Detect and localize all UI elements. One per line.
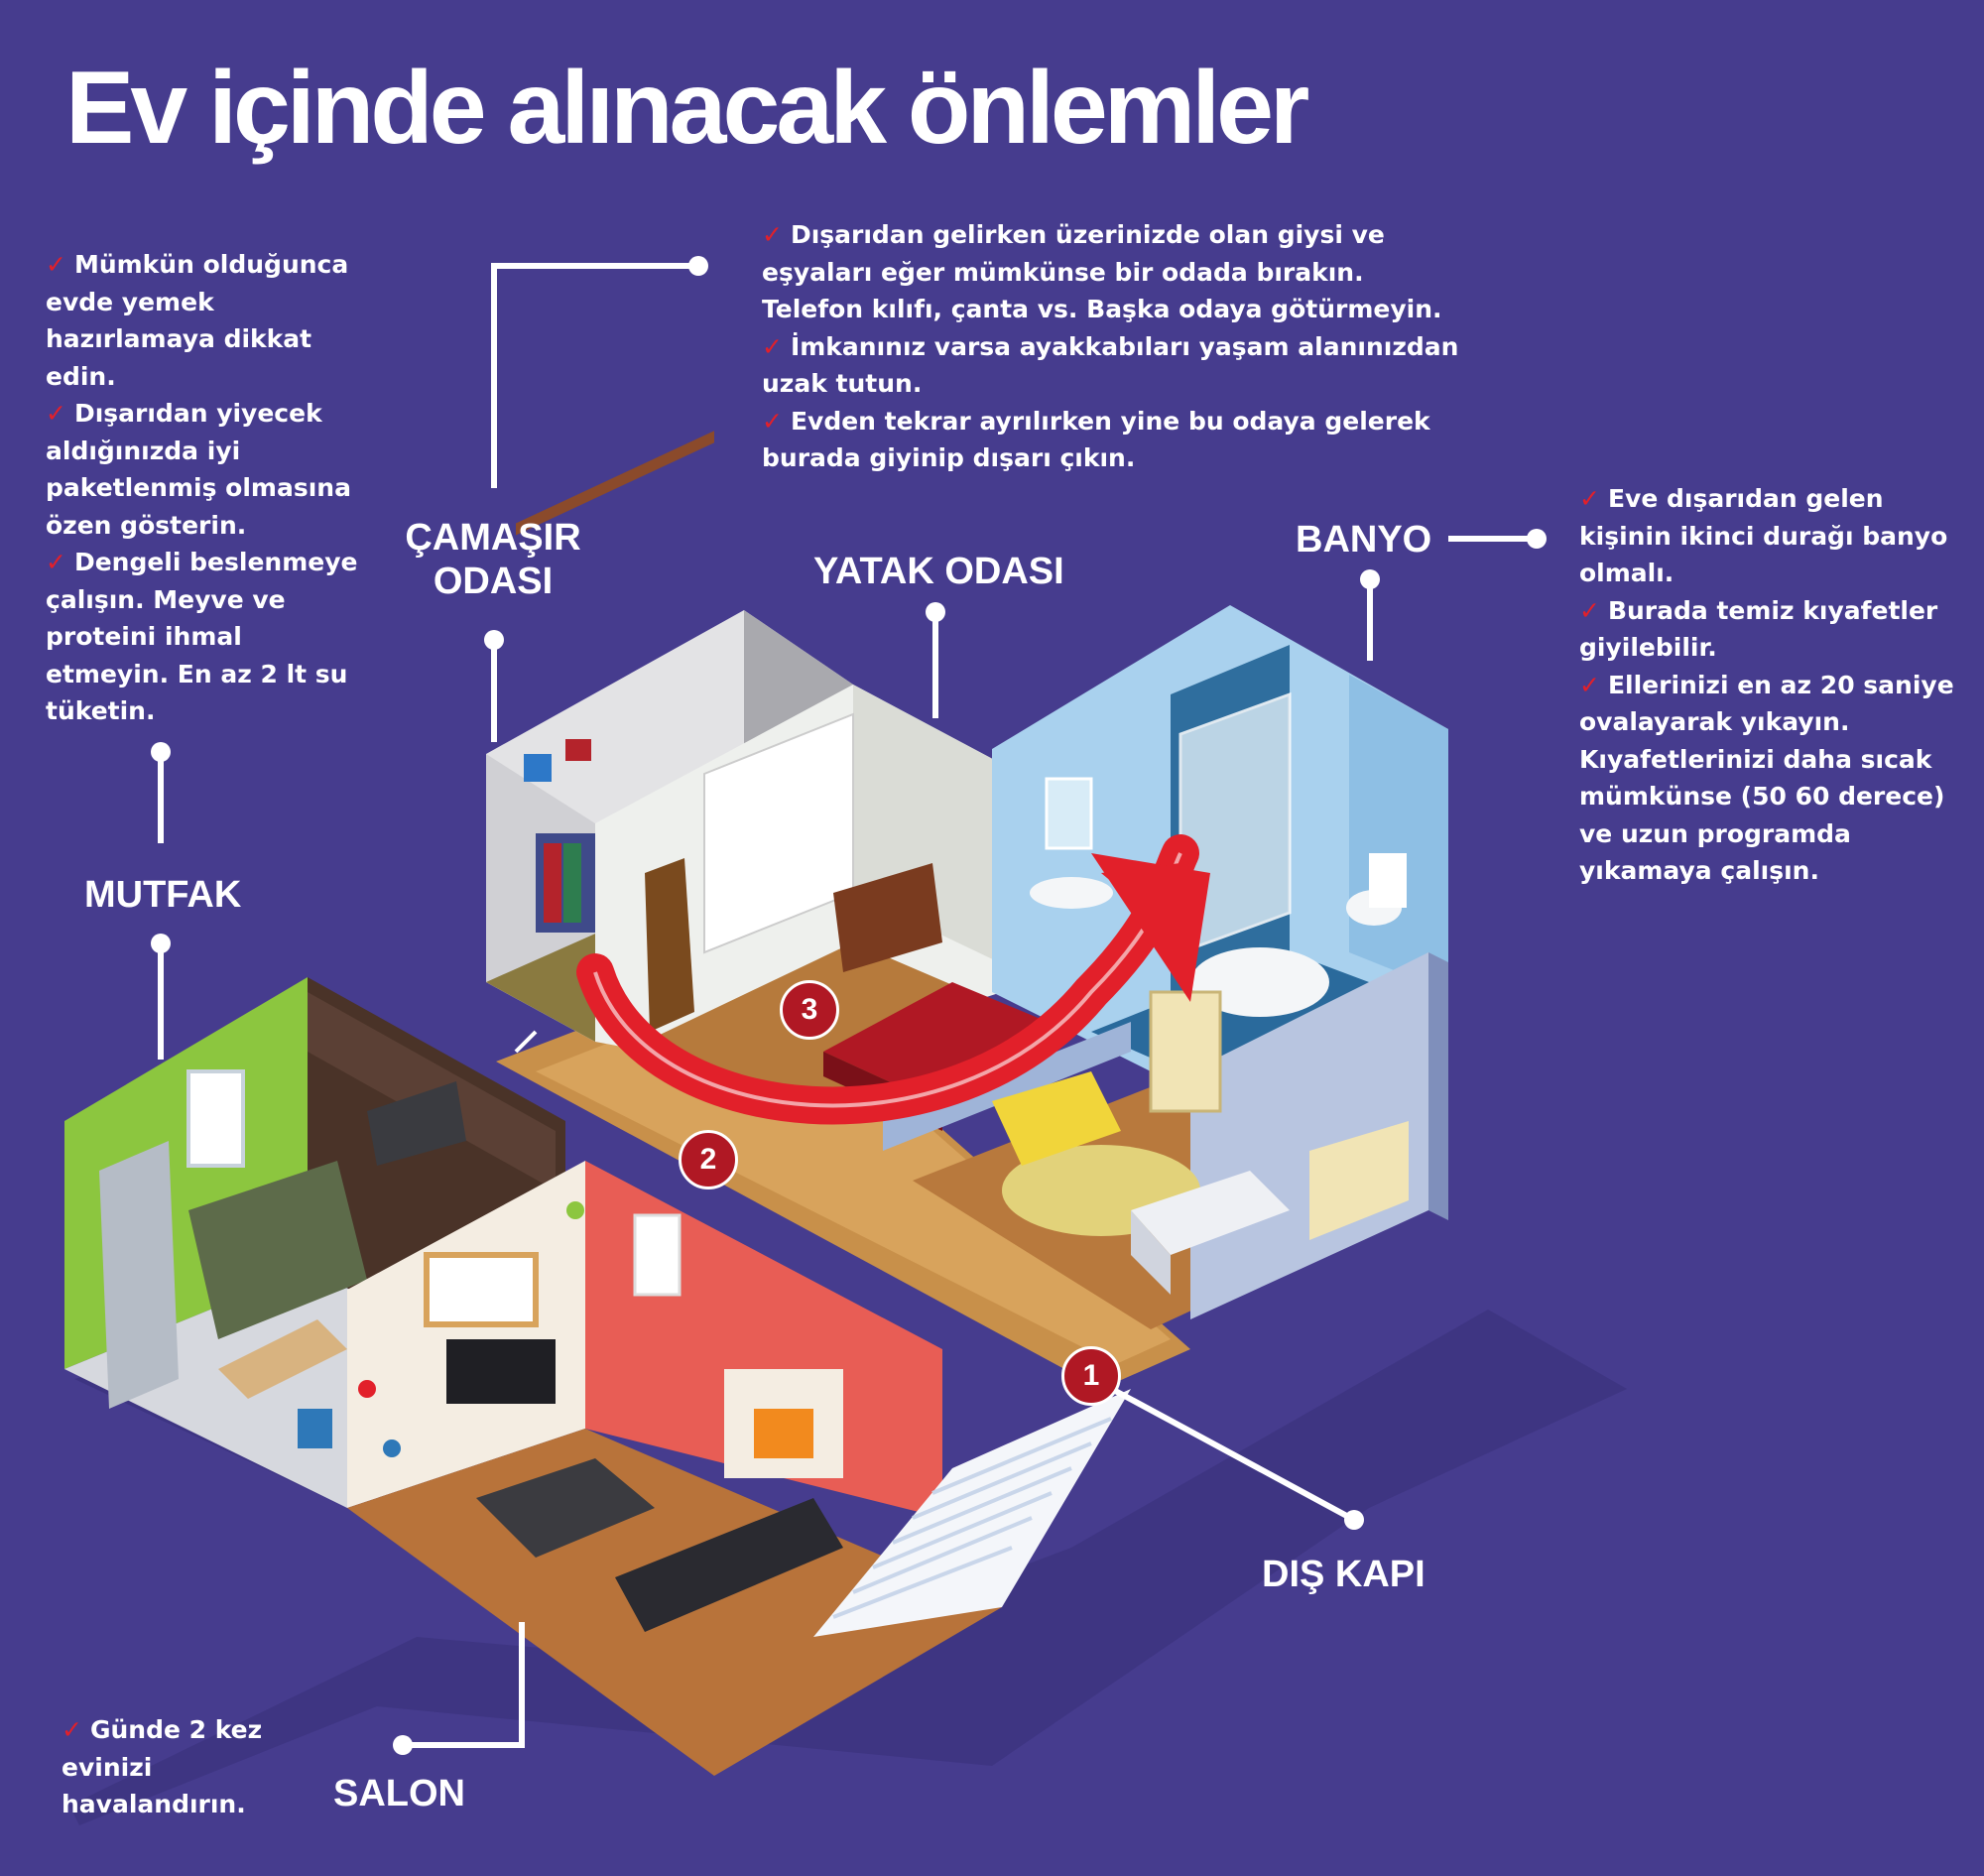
bathroom-tip-text: Eve dışarıdan gelen kişinin ikinci durağ… xyxy=(1579,484,1948,587)
bed-cover xyxy=(823,982,1071,1106)
box-red xyxy=(565,739,591,761)
dot-decoration-1 xyxy=(358,1380,376,1398)
kitchen-tip: ✓Dengeli beslenmeye çalışın. Meyve ve pr… xyxy=(46,544,373,730)
stair-steps xyxy=(832,1417,1112,1619)
living-left-wall xyxy=(347,1161,585,1508)
entry-arrow xyxy=(514,1030,538,1054)
front-door-label: DIŞ KAPI xyxy=(1262,1554,1426,1595)
chair-blue xyxy=(298,1409,332,1448)
laundry-shelf-1 xyxy=(516,431,714,536)
laundry-tip: ✓Dışarıdan gelirken üzerinizde olan giys… xyxy=(762,216,1466,328)
kitchen-tip: ✓Mümkün olduğunca evde yemek hazırlamaya… xyxy=(46,246,373,395)
check-icon: ✓ xyxy=(46,548,66,576)
kitchen-window xyxy=(186,1069,245,1168)
laundry-tip: ✓İmkanınız varsa ayakkabıları yaşam alan… xyxy=(762,328,1466,403)
laundry-tip-text: Evden tekrar ayrılırken yine bu odaya ge… xyxy=(762,406,1430,473)
sink xyxy=(1030,877,1113,909)
living-window xyxy=(633,1213,682,1297)
kitchen-tip-text: Dışarıdan yiyecek aldığınızda iyi paketl… xyxy=(46,399,351,540)
living-tv xyxy=(446,1339,556,1404)
leader-dots xyxy=(151,256,1547,1755)
clothes-green xyxy=(563,843,581,923)
salon-leader xyxy=(403,1622,525,1748)
kitchen-tip-text: Mümkün olduğunca evde yemek hazırlamaya … xyxy=(46,250,349,391)
salon-tip-text: Günde 2 kez evinizi havalandırın. xyxy=(62,1715,263,1818)
bathtub xyxy=(1190,947,1329,1017)
kitchen-table xyxy=(218,1319,347,1399)
check-icon: ✓ xyxy=(46,399,66,428)
dot-decoration-3 xyxy=(566,1201,584,1219)
study-back-wall xyxy=(883,1022,1131,1151)
route-arrowhead-main xyxy=(1091,853,1210,1002)
salon-tip: ✓Günde 2 kez evinizi havalandırın. xyxy=(62,1711,290,1823)
cabinet xyxy=(1309,1121,1409,1240)
door-leader xyxy=(1091,1376,1356,1523)
check-icon: ✓ xyxy=(46,250,66,279)
fire xyxy=(754,1409,813,1458)
bathroom-tip: ✓Burada temiz kıyafetler giyilebilir. xyxy=(1579,592,1956,667)
check-icon: ✓ xyxy=(762,220,783,249)
kitchen-tip: ✓Dışarıdan yiyecek aldığınızda iyi paket… xyxy=(46,395,373,544)
laundry-tip: ✓Evden tekrar ayrılırken yine bu odaya g… xyxy=(762,403,1466,477)
bookshelf xyxy=(1149,990,1222,1113)
kitchen-counter xyxy=(188,1161,367,1339)
dot-decoration-2 xyxy=(383,1439,401,1457)
laundry-tips-leader xyxy=(491,263,694,488)
check-icon: ✓ xyxy=(1579,484,1600,513)
leader-lines xyxy=(158,263,1533,1748)
bathroom-mirror xyxy=(1045,777,1093,850)
bedroom-label: YATAK ODASI xyxy=(813,551,1064,592)
bathroom-label: BANYO xyxy=(1296,519,1432,561)
study-wall-dark xyxy=(1428,952,1448,1220)
kitchen-tip-text: Dengeli beslenmeye çalışın. Meyve ve pro… xyxy=(46,548,358,725)
cooker-hood xyxy=(367,1081,466,1166)
page-title: Ev içinde alınacak önlemler xyxy=(65,51,1309,166)
check-icon: ✓ xyxy=(762,331,783,361)
check-icon: ✓ xyxy=(1579,670,1600,699)
laundry-tip-text: Dışarıdan gelirken üzerinizde olan giysi… xyxy=(762,220,1442,323)
bathroom-right-wall xyxy=(1349,675,1448,992)
bathroom-tips-block: ✓Eve dışarıdan gelen kişinin ikinci dura… xyxy=(1579,480,1956,890)
fridge xyxy=(99,1141,179,1409)
step-badge-2: 2 xyxy=(679,1130,738,1189)
bathroom-tip-text: Burada temiz kıyafetler giyilebilir. xyxy=(1579,595,1938,663)
desk-leg xyxy=(1131,1210,1171,1295)
desk xyxy=(1131,1171,1290,1255)
dresser xyxy=(833,863,942,972)
floor-shadow xyxy=(69,1310,1627,1825)
box-blue xyxy=(524,754,552,782)
check-icon: ✓ xyxy=(1579,595,1600,625)
sofa-yellow xyxy=(992,1071,1121,1166)
couch xyxy=(615,1498,843,1632)
toilet-tank xyxy=(1369,853,1407,908)
check-icon: ✓ xyxy=(762,406,783,436)
laundry-tips-block: ✓Dışarıdan gelirken üzerinizde olan giys… xyxy=(762,216,1466,477)
bathroom-tip-text: Ellerinizi en az 20 saniye ovalayarak yı… xyxy=(1579,670,1954,886)
living-mirror xyxy=(424,1252,539,1327)
study-right-wall xyxy=(1190,952,1428,1319)
kitchen-label: MUTFAK xyxy=(84,874,242,916)
coffee-table xyxy=(476,1458,655,1558)
bathroom-tip: ✓Eve dışarıdan gelen kişinin ikinci dura… xyxy=(1579,480,1956,592)
laundry-tip-text: İmkanınız varsa ayakkabıları yaşam alanı… xyxy=(762,331,1459,399)
check-icon: ✓ xyxy=(62,1715,82,1744)
clothes-red xyxy=(544,843,561,923)
kitchen-tips-block: ✓Mümkün olduğunca evde yemek hazırlamaya… xyxy=(46,246,373,730)
bathroom-tip: ✓Ellerinizi en az 20 saniye ovalayarak y… xyxy=(1579,667,1956,890)
step-badge-1: 1 xyxy=(1061,1346,1121,1406)
salon-tips-block: ✓Günde 2 kez evinizi havalandırın. xyxy=(62,1711,290,1823)
living-room-label: SALON xyxy=(333,1773,465,1814)
step-badge-3: 3 xyxy=(780,980,839,1040)
mirror-frame xyxy=(645,858,694,1032)
laundry-room-label: ÇAMAŞIR ODASI xyxy=(405,517,581,602)
